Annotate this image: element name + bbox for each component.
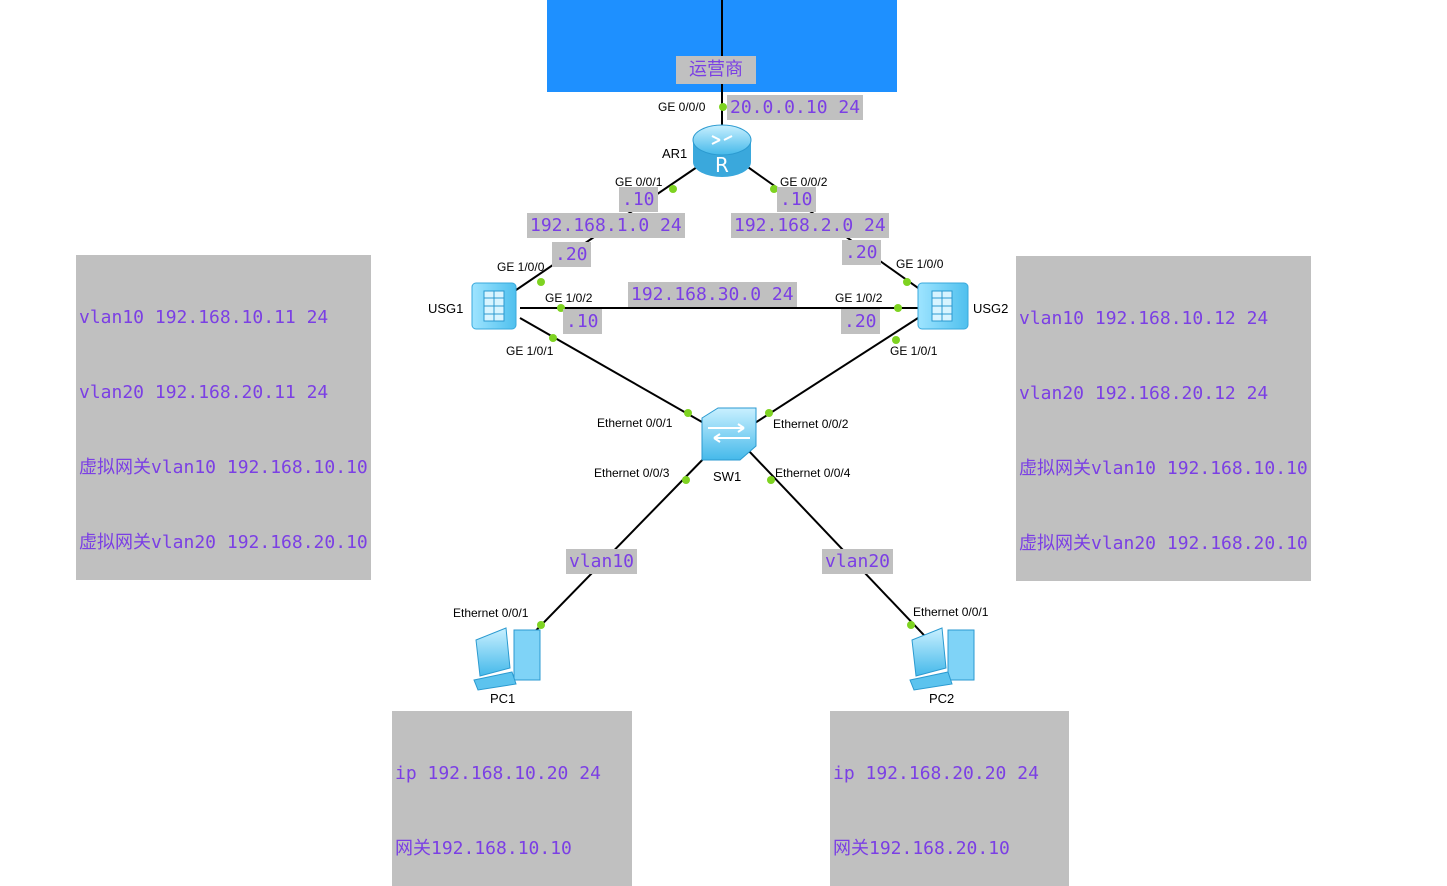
port-dot[interactable] <box>767 476 775 484</box>
port-label: Ethernet 0/0/1 <box>453 606 529 620</box>
note-line: ip 192.168.20.20 24 <box>833 763 1039 784</box>
port-dot[interactable] <box>537 278 545 286</box>
note-usg1-config: vlan10 192.168.10.11 24 vlan20 192.168.2… <box>76 255 371 580</box>
port-dot[interactable] <box>894 304 902 312</box>
port-label: GE 1/0/2 <box>835 291 883 305</box>
note-usg1-hrp-host: .10 <box>563 309 602 334</box>
note-line: 网关192.168.10.10 <box>395 838 572 859</box>
note-vlan-pc1: vlan10 <box>566 549 638 574</box>
note-line: 虚拟网关vlan20 192.168.20.10 <box>1019 533 1308 554</box>
port-label: GE 1/0/0 <box>896 257 944 271</box>
port-label: GE 1/0/0 <box>497 260 545 274</box>
port-dot[interactable] <box>719 103 727 111</box>
note-pc2-config: ip 192.168.20.20 24 网关192.168.20.10 <box>830 711 1069 886</box>
port-dot[interactable] <box>903 278 911 286</box>
port-dot[interactable] <box>907 621 915 629</box>
port-dot[interactable] <box>537 621 545 629</box>
port-label: GE 0/0/2 <box>780 175 828 189</box>
note-net-usg2: 192.168.2.0 24 <box>731 213 889 238</box>
port-dot[interactable] <box>765 409 773 417</box>
note-pc1-config: ip 192.168.10.20 24 网关192.168.10.10 <box>392 711 632 886</box>
firewall-icon[interactable] <box>917 282 969 330</box>
note-ar1-wan-ip: 20.0.0.10 24 <box>727 95 864 120</box>
port-label: Ethernet 0/0/1 <box>597 416 673 430</box>
port-label: GE 1/0/2 <box>545 291 593 305</box>
port-label: Ethernet 0/0/2 <box>773 417 849 431</box>
note-line: vlan10 192.168.10.12 24 <box>1019 308 1269 329</box>
device-label-pc1: PC1 <box>490 691 516 706</box>
port-label: Ethernet 0/0/3 <box>594 466 670 480</box>
note-line: 虚拟网关vlan10 192.168.10.10 <box>79 457 368 478</box>
note-usg1-host: .20 <box>552 242 591 267</box>
pc-icon[interactable] <box>909 627 975 691</box>
port-dot[interactable] <box>684 409 692 417</box>
link-usg2-sw1 <box>743 317 919 431</box>
svg-text:R: R <box>715 153 729 177</box>
port-dot[interactable] <box>770 185 778 193</box>
port-dot[interactable] <box>669 185 677 193</box>
router-icon[interactable]: R <box>692 124 752 177</box>
note-line: 网关192.168.20.10 <box>833 838 1010 859</box>
firewall-icon[interactable] <box>471 282 517 330</box>
note-usg2-hrp-host: .20 <box>841 309 880 334</box>
port-dot[interactable] <box>682 476 690 484</box>
note-ar1-usg1-host: .10 <box>619 187 658 212</box>
port-label: GE 1/0/1 <box>506 344 554 358</box>
port-label: GE 0/0/0 <box>658 100 706 114</box>
note-net-usg1: 192.168.1.0 24 <box>527 213 685 238</box>
device-label-usg1: USG1 <box>428 301 464 316</box>
note-line: vlan20 192.168.20.11 24 <box>79 382 329 403</box>
note-line: 虚拟网关vlan10 192.168.10.10 <box>1019 458 1308 479</box>
device-label-pc2: PC2 <box>929 691 955 706</box>
note-usg2-host: .20 <box>842 240 881 265</box>
note-usg2-config: vlan10 192.168.10.12 24 vlan20 192.168.2… <box>1016 256 1311 581</box>
port-label: Ethernet 0/0/4 <box>775 466 851 480</box>
switch-icon[interactable] <box>701 407 757 461</box>
port-label: GE 1/0/1 <box>890 344 938 358</box>
port-label: GE 0/0/1 <box>615 175 663 189</box>
device-label-usg2: USG2 <box>973 301 1009 316</box>
note-line: 虚拟网关vlan20 192.168.20.10 <box>79 532 368 553</box>
note-vlan-pc2: vlan20 <box>822 549 894 574</box>
note-ar1-usg2-host: .10 <box>777 187 816 212</box>
note-line: ip 192.168.10.20 24 <box>395 763 601 784</box>
pc-icon[interactable] <box>473 627 541 691</box>
note-net-hrp: 192.168.30.0 24 <box>628 282 797 307</box>
note-line: vlan10 192.168.10.11 24 <box>79 307 329 328</box>
port-dot[interactable] <box>549 334 557 342</box>
device-label-sw1: SW1 <box>713 469 742 484</box>
port-label: Ethernet 0/0/1 <box>913 605 989 619</box>
device-label-ar1: AR1 <box>662 146 688 161</box>
isp-label: 运营商 <box>676 56 756 84</box>
note-line: vlan20 192.168.20.12 24 <box>1019 383 1269 404</box>
port-dot[interactable] <box>892 336 900 344</box>
